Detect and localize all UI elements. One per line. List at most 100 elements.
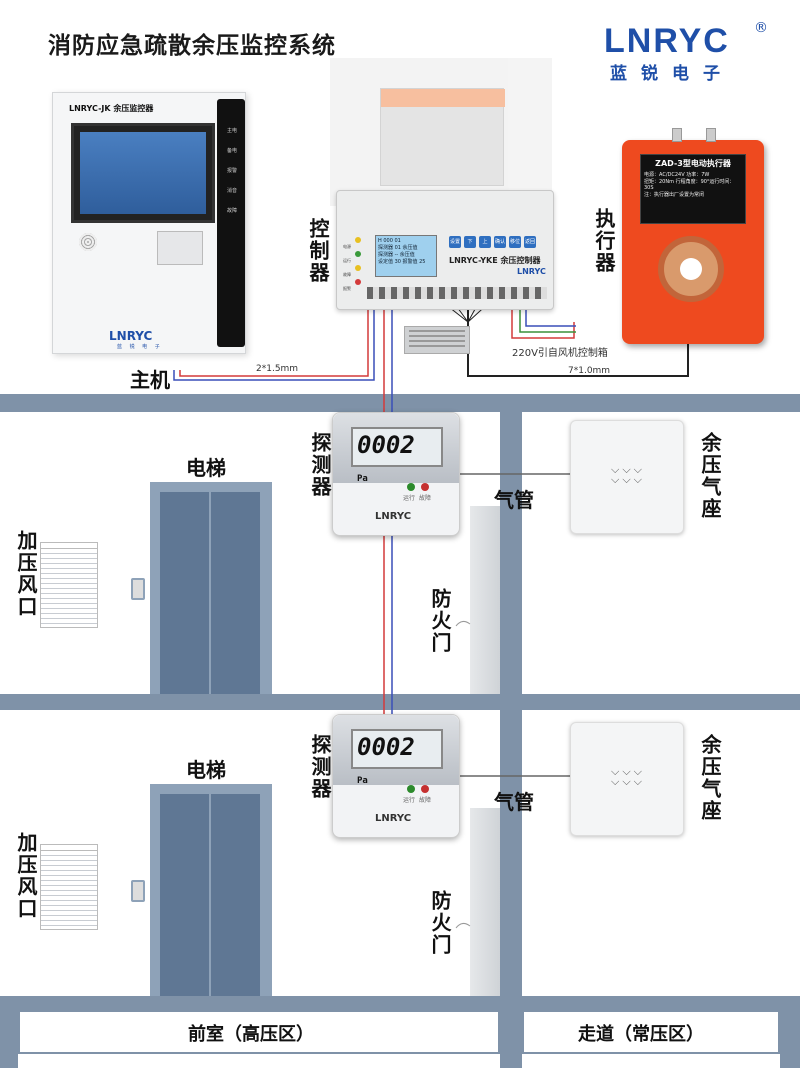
detector-unit-1: Pa: [357, 474, 368, 484]
button-back[interactable]: 返回: [524, 236, 536, 248]
controller-backdrop: [330, 58, 552, 206]
wall-left: [0, 1010, 18, 1068]
door-label-2: 防火门: [428, 890, 452, 956]
detector-brand-1: LNRYC: [375, 511, 412, 522]
host-brand-sub: 蓝 锐 电 子: [117, 344, 163, 350]
indicator-fault: 故障: [227, 208, 238, 214]
detector-brand-2: LNRYC: [375, 813, 412, 824]
actuator-plate: ZAD-3型电动执行器 电源：AC/DC24V 功率：7W 扭矩：20Nm 行程…: [640, 154, 746, 224]
registered-mark: ®: [754, 20, 768, 36]
pressurized-vent-2: [40, 850, 98, 930]
indicator-main-power: 主电: [227, 128, 238, 134]
door-swing-1: [455, 620, 471, 627]
zone-right-label: 走道（常压区）: [578, 1024, 704, 1045]
button-up[interactable]: 上: [479, 236, 491, 248]
detector-led-run-label-1: 运行: [403, 495, 416, 502]
detector-value-1: 0002: [357, 431, 415, 459]
controller-model: LNRYC-YKE 余压控制器: [449, 256, 541, 265]
elevator-call-button-1[interactable]: [131, 578, 145, 600]
display-line-2: 探测器 01 余压值: [378, 245, 418, 251]
button-down[interactable]: 下: [464, 236, 476, 248]
floor-slab-top: [0, 394, 800, 412]
actuator-tab-right: [706, 128, 716, 142]
page-title: 消防应急疏散余压监控系统: [48, 33, 336, 59]
controller-unit[interactable]: H 000 01 探测器 01 余压值 探测器 -- 余压值 设定值 30 报警…: [336, 190, 554, 310]
button-shift[interactable]: 移位: [509, 236, 521, 248]
wire-fan-1: [511, 300, 575, 339]
actuator-unit[interactable]: ZAD-3型电动执行器 电源：AC/DC24V 功率：7W 扭矩：20Nm 行程…: [622, 128, 764, 344]
wall-partition: [500, 394, 522, 1068]
vent-label-1: 加压风口: [14, 530, 38, 618]
detector-led-run-2: [407, 785, 415, 793]
controller-nameplate: [404, 326, 470, 354]
terminal-block: [367, 287, 547, 299]
vent-header-1: [40, 542, 98, 548]
elevator-door-right-1: [211, 492, 262, 694]
button-set[interactable]: 设置: [449, 236, 461, 248]
detector-led-run-1: [407, 483, 415, 491]
door-label-1: 防火门: [428, 588, 452, 654]
elevator-door-left-1: [160, 492, 211, 694]
brand-logo-text: LNRYC: [604, 22, 730, 60]
host-cabinet[interactable]: LNRYC-JK 余压监控器 主电 备电 报警 消音 故障 LNRYC 蓝 锐 …: [52, 92, 246, 354]
led-power: [355, 237, 361, 243]
zone-right-box: [522, 1010, 780, 1054]
controller-display: H 000 01 探测器 01 余压值 探测器 -- 余压值 设定值 30 报警…: [375, 235, 437, 277]
actuator-shaft-icon: [658, 236, 724, 302]
floor-slab-bottom: [0, 996, 800, 1010]
wire-label-fanbox: 220V引自风机控制箱: [512, 348, 608, 359]
detector-led-fault-2: [421, 785, 429, 793]
actuator-plate-line-3: 注：执行器出厂设置为常闭: [644, 192, 705, 198]
led-run: [355, 251, 361, 257]
box-label-2: 余压气座: [698, 734, 722, 822]
led-run-label: 运行: [343, 258, 351, 263]
detector-label-1: 探测器: [308, 432, 332, 498]
box-label-1: 余压气座: [698, 432, 722, 520]
host-label: 主机: [130, 368, 170, 392]
elevator-call-button-2[interactable]: [131, 880, 145, 902]
pressurized-vent-1: [40, 548, 98, 628]
elevator-2: [150, 784, 272, 996]
detector-led-fault-label-1: 故障: [419, 495, 432, 502]
zone-left-box: [18, 1010, 500, 1054]
brand-subtitle: 蓝锐电子: [610, 64, 734, 84]
detector-display-2: 0002 Pa: [351, 729, 443, 786]
detector-1[interactable]: 0002 Pa 运行 故障 LNRYC: [332, 412, 460, 536]
led-fault-label: 故障: [343, 272, 351, 277]
controller-label: 控制器: [306, 218, 330, 284]
detector-label-2: 探测器: [308, 734, 332, 800]
residual-pressure-box-2: ⌵⌵⌵⌵⌵⌵: [570, 722, 684, 836]
host-panel-title: LNRYC-JK 余压监控器: [69, 104, 154, 113]
vent-header-2: [40, 844, 98, 850]
door-swing-2: [455, 922, 471, 929]
detector-display-1: 0002 Pa: [351, 427, 443, 484]
zone-left-label: 前室（高压区）: [188, 1024, 314, 1045]
detector-2[interactable]: 0002 Pa 运行 故障 LNRYC: [332, 714, 460, 838]
elevator-label-1: 电梯: [186, 456, 226, 480]
actuator-label: 执行器: [592, 208, 616, 274]
elevator-1: [150, 482, 272, 694]
printer-icon: [157, 231, 203, 265]
actuator-plate-line-2: 扭矩：20Nm 行程角度：90°运行时间：30S: [644, 179, 735, 191]
display-line-4: 设定值 30 报警值 25: [378, 259, 426, 265]
brand-logo: LNRYC ® 蓝锐电子: [604, 20, 774, 84]
host-brand: LNRYC: [109, 329, 153, 343]
button-confirm[interactable]: 确认: [494, 236, 506, 248]
wire-label-actuator: 7*1.0mm: [568, 366, 611, 376]
wire-fanout: [439, 299, 493, 323]
actuator-tab-left: [672, 128, 682, 142]
wire-host-blue: [173, 300, 375, 381]
detector-value-2: 0002: [357, 733, 415, 761]
actuator-plate-line-1: 电源：AC/DC24V 功率：7W: [644, 172, 710, 178]
wire-label-host: 2*1.5mm: [256, 364, 299, 374]
speaker-icon: [79, 233, 97, 251]
pipe-label-1: 气管: [494, 488, 534, 512]
led-alarm-label: 报警: [343, 286, 351, 291]
detector-led-fault-1: [421, 483, 429, 491]
led-fault: [355, 265, 361, 271]
wire-fan-2: [519, 300, 576, 333]
elevator-door-right-2: [211, 794, 262, 996]
host-touchscreen[interactable]: [71, 123, 215, 223]
detector-unit-2: Pa: [357, 776, 368, 786]
actuator-plate-title: ZAD-3型电动执行器: [655, 159, 731, 168]
